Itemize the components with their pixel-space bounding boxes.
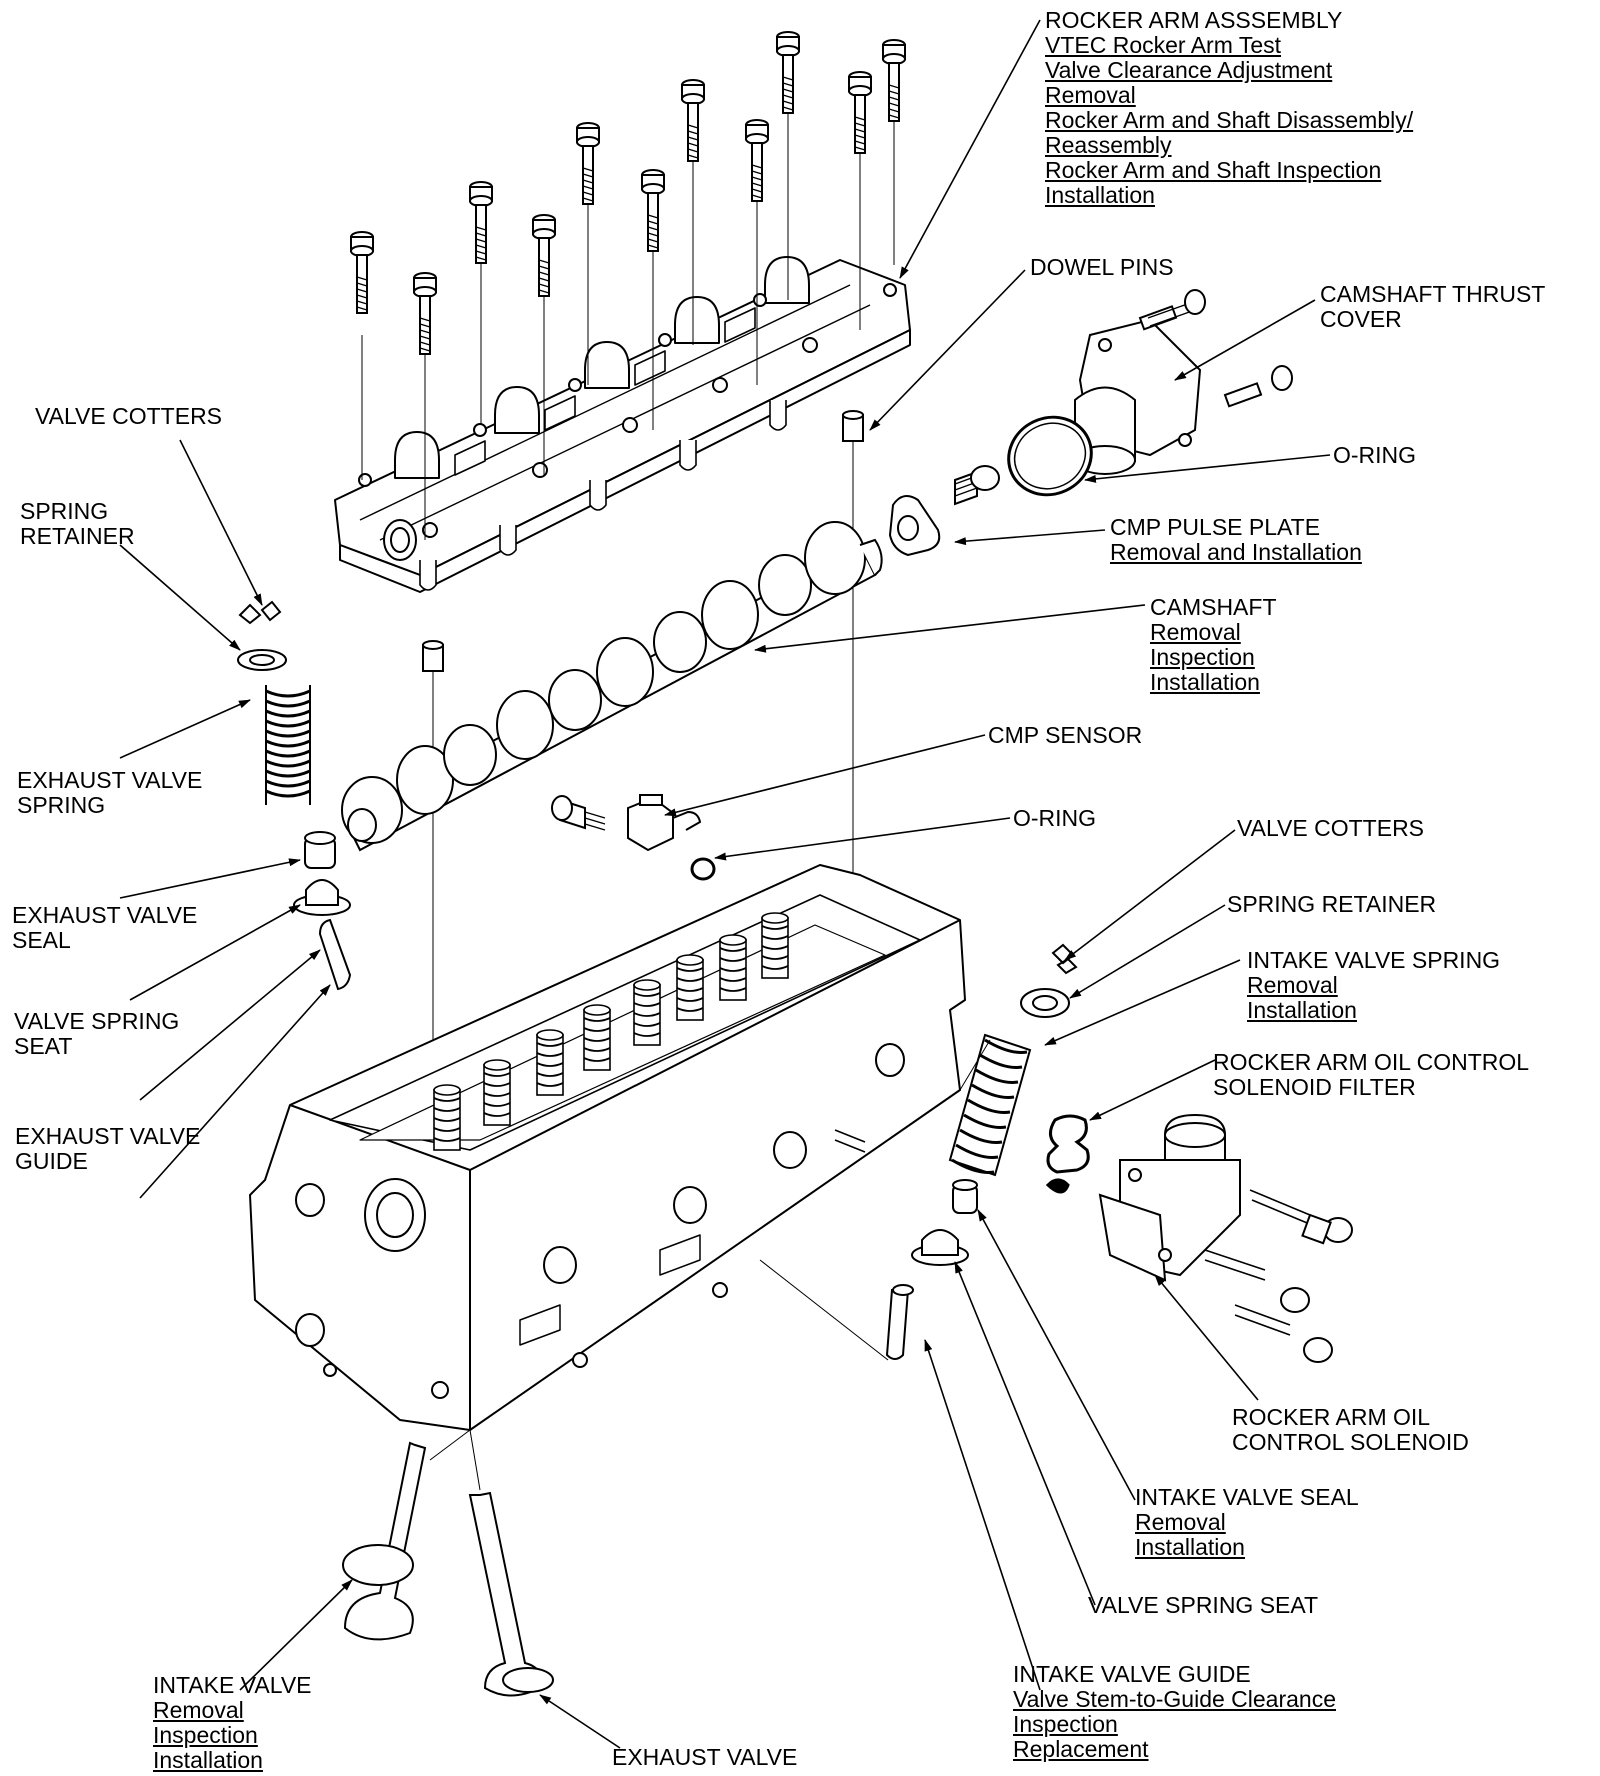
link-intake-valve-guide-inspection[interactable]: Inspection — [1013, 1711, 1118, 1737]
label-spring-retainer-left: SPRING RETAINER — [20, 499, 135, 549]
link-intake-valve-seal-installation[interactable]: Installation — [1135, 1534, 1245, 1560]
link-valve-clearance-adjustment[interactable]: Valve Clearance Adjustment — [1045, 57, 1333, 83]
link-camshaft-removal[interactable]: Removal — [1150, 619, 1241, 645]
label-solenoid-filter: ROCKER ARM OIL CONTROL SOLENOID FILTER — [1213, 1050, 1529, 1100]
valve-spring-seat-right-title: VALVE SPRING SEAT — [1088, 1592, 1319, 1618]
link-rocker-arm-shaft-disassembly[interactable]: Rocker Arm and Shaft Disassembly/ — [1045, 107, 1414, 133]
link-intake-valve-spring-removal[interactable]: Removal — [1247, 972, 1338, 998]
link-rocker-arm-reassembly[interactable]: Reassembly — [1045, 132, 1172, 158]
cmp-pulse-plate — [888, 465, 1000, 557]
label-intake-valve-spring: INTAKE VALVE SPRING Removal Installation — [1247, 948, 1500, 1023]
intake-valve — [342, 1441, 427, 1641]
valve-spring-seat-left-line-1: VALVE SPRING — [14, 1008, 180, 1034]
intake-valve-guide-title: INTAKE VALVE GUIDE — [1013, 1661, 1251, 1687]
link-intake-valve-spring-installation[interactable]: Installation — [1247, 997, 1357, 1023]
camshaft-title: CAMSHAFT — [1150, 594, 1277, 620]
label-o-ring-lower: O-RING — [1013, 806, 1096, 831]
label-o-ring-upper: O-RING — [1333, 443, 1416, 468]
label-spring-retainer-right: SPRING RETAINER — [1227, 892, 1436, 917]
link-intake-valve-guide-replacement[interactable]: Replacement — [1013, 1736, 1149, 1762]
intake-valve-spring-title: INTAKE VALVE SPRING — [1247, 947, 1501, 973]
intake-valve-title: INTAKE VALVE — [153, 1672, 312, 1698]
exhaust-valve — [468, 1491, 554, 1697]
label-valve-cotters-right: VALVE COTTERS — [1237, 816, 1424, 841]
link-rocker-arm-installation[interactable]: Installation — [1045, 182, 1155, 208]
label-dowel-pins: DOWEL PINS — [1030, 255, 1174, 280]
valve-cotters-right-title: VALVE COTTERS — [1237, 815, 1425, 841]
label-intake-valve: INTAKE VALVE Removal Inspection Installa… — [153, 1673, 312, 1773]
solenoid-filter-line-1: ROCKER ARM OIL CONTROL — [1213, 1049, 1530, 1075]
cylinder-head — [249, 864, 966, 1431]
camshaft-thrust-cover-line-2: COVER — [1320, 306, 1402, 332]
link-intake-valve-seal-removal[interactable]: Removal — [1135, 1509, 1226, 1535]
label-exhaust-valve-guide: EXHAUST VALVE GUIDE — [15, 1124, 200, 1174]
exhaust-valve-guide-line-1: EXHAUST VALVE — [15, 1123, 201, 1149]
label-exhaust-valve: EXHAUST VALVE — [612, 1745, 797, 1770]
link-camshaft-installation[interactable]: Installation — [1150, 669, 1260, 695]
label-valve-cotters-left: VALVE COTTERS — [35, 404, 222, 429]
exhaust-valve-title: EXHAUST VALVE — [612, 1744, 798, 1770]
label-cmp-sensor: CMP SENSOR — [988, 723, 1142, 748]
label-intake-valve-guide: INTAKE VALVE GUIDE Valve Stem-to-Guide C… — [1013, 1662, 1336, 1762]
cmp-sensor-title: CMP SENSOR — [988, 722, 1143, 748]
label-intake-valve-seal: INTAKE VALVE SEAL Removal Installation — [1135, 1485, 1359, 1560]
valve-spring-seat-left-line-2: SEAT — [14, 1033, 73, 1059]
exhaust-valve-spring-line-2: SPRING — [17, 792, 106, 818]
exhaust-valve-seal-line-2: SEAL — [12, 927, 71, 953]
link-camshaft-inspection[interactable]: Inspection — [1150, 644, 1255, 670]
intake-valve-parts-right — [885, 943, 1078, 1360]
dowel-pins-title: DOWEL PINS — [1030, 254, 1174, 280]
link-vtec-rocker-arm-test[interactable]: VTEC Rocker Arm Test — [1045, 32, 1282, 58]
exhaust-valve-parts-left — [237, 600, 352, 991]
label-camshaft: CAMSHAFT Removal Inspection Installation — [1150, 595, 1277, 695]
camshaft-thrust-cover — [1007, 289, 1293, 497]
exhaust-valve-spring-line-1: EXHAUST VALVE — [17, 767, 203, 793]
oil-control-solenoid-line-2: CONTROL SOLENOID — [1232, 1429, 1469, 1455]
leader-lines — [119, 19, 1331, 1749]
label-exhaust-valve-seal: EXHAUST VALVE SEAL — [12, 903, 197, 953]
oil-control-solenoid-filter — [1045, 1114, 1090, 1194]
o-ring-upper-title: O-RING — [1333, 442, 1417, 468]
oil-control-solenoid-line-1: ROCKER ARM OIL — [1232, 1404, 1431, 1430]
link-cmp-pulse-plate-removal-installation[interactable]: Removal and Installation — [1110, 539, 1362, 565]
rocker-arm-oil-control-solenoid — [1098, 1113, 1353, 1363]
cmp-sensor — [551, 794, 716, 881]
label-oil-control-solenoid: ROCKER ARM OIL CONTROL SOLENOID — [1232, 1405, 1469, 1455]
link-rocker-arm-removal[interactable]: Removal — [1045, 82, 1136, 108]
intake-valve-seal-title: INTAKE VALVE SEAL — [1135, 1484, 1359, 1510]
camshaft — [341, 521, 883, 852]
label-camshaft-thrust-cover: CAMSHAFT THRUST COVER — [1320, 282, 1545, 332]
rocker-arm-assembly-title: ROCKER ARM ASSSEMBLY — [1045, 7, 1343, 33]
link-valve-stem-to-guide-clearance[interactable]: Valve Stem-to-Guide Clearance — [1013, 1686, 1336, 1712]
link-intake-valve-installation[interactable]: Installation — [153, 1747, 263, 1773]
rocker-arm-assembly — [334, 256, 911, 593]
spring-retainer-left-line-2: RETAINER — [20, 523, 135, 549]
rocker-arm-bolts — [350, 31, 906, 540]
dowel-pins — [422, 410, 864, 1110]
camshaft-thrust-cover-line-1: CAMSHAFT THRUST — [1320, 281, 1546, 307]
o-ring-lower-title: O-RING — [1013, 805, 1097, 831]
spring-retainer-right-title: SPRING RETAINER — [1227, 891, 1437, 917]
cmp-pulse-plate-title: CMP PULSE PLATE — [1110, 514, 1321, 540]
label-cmp-pulse-plate: CMP PULSE PLATE Removal and Installation — [1110, 515, 1362, 565]
solenoid-filter-line-2: SOLENOID FILTER — [1213, 1074, 1416, 1100]
exhaust-valve-seal-line-1: EXHAUST VALVE — [12, 902, 198, 928]
label-valve-spring-seat-right: VALVE SPRING SEAT — [1088, 1593, 1318, 1618]
link-intake-valve-inspection[interactable]: Inspection — [153, 1722, 258, 1748]
spring-retainer-left-line-1: SPRING — [20, 498, 109, 524]
exhaust-valve-guide-line-2: GUIDE — [15, 1148, 88, 1174]
link-rocker-arm-shaft-inspection[interactable]: Rocker Arm and Shaft Inspection — [1045, 157, 1382, 183]
label-valve-spring-seat-left: VALVE SPRING SEAT — [14, 1009, 179, 1059]
valve-cotters-left-title: VALVE COTTERS — [35, 403, 223, 429]
label-exhaust-valve-spring: EXHAUST VALVE SPRING — [17, 768, 202, 818]
label-rocker-arm-assembly: ROCKER ARM ASSSEMBLY VTEC Rocker Arm Tes… — [1045, 8, 1413, 208]
link-intake-valve-removal[interactable]: Removal — [153, 1697, 244, 1723]
